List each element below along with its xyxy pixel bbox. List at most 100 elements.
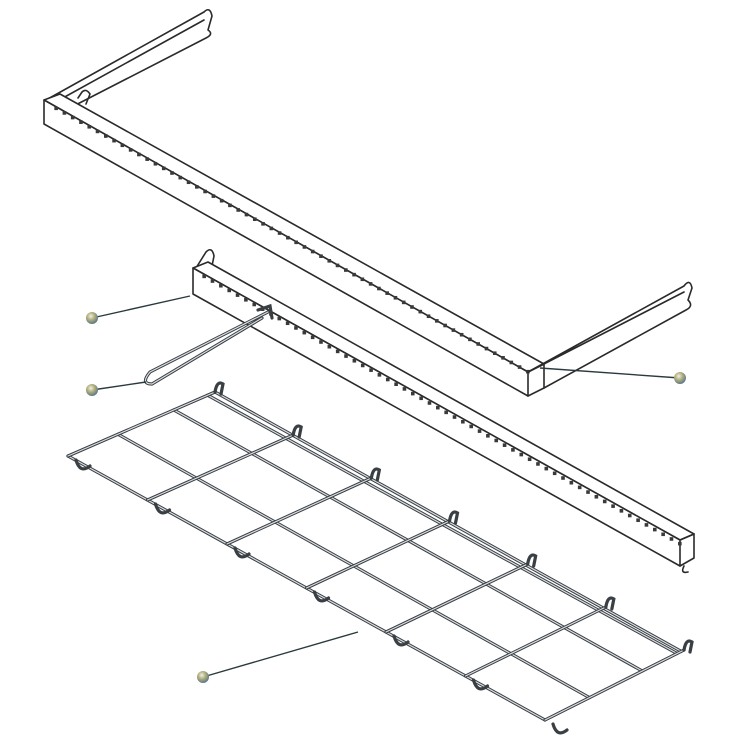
slot	[385, 377, 390, 382]
slot	[195, 185, 199, 189]
slot	[269, 226, 274, 231]
slot	[536, 462, 540, 466]
basket-hook	[682, 639, 694, 654]
slot	[261, 222, 265, 226]
basket-hook	[526, 553, 538, 568]
slot	[486, 433, 490, 438]
slot	[352, 272, 356, 277]
basket-hook	[369, 467, 382, 482]
slot	[377, 373, 382, 377]
slot	[286, 235, 290, 240]
slot	[70, 115, 75, 120]
slot	[153, 161, 158, 166]
slot	[310, 335, 315, 340]
slot	[611, 504, 615, 508]
slot	[219, 198, 224, 203]
slot	[285, 321, 290, 326]
slot	[170, 171, 174, 175]
slot	[360, 277, 365, 282]
slot	[419, 396, 423, 401]
slot	[360, 363, 365, 368]
slot	[517, 365, 522, 369]
slot	[461, 419, 465, 424]
basket-hook	[213, 381, 225, 396]
basket-hook	[447, 510, 460, 525]
slot	[561, 476, 565, 480]
basket-foot	[74, 458, 92, 471]
callout-dot-4	[197, 671, 209, 683]
basket-foot	[153, 502, 172, 515]
slot	[577, 485, 582, 490]
basket-foot	[312, 590, 331, 603]
callout-leader-2	[91, 381, 147, 391]
slot	[277, 231, 282, 235]
slot	[87, 124, 92, 129]
callout-leader-3	[539, 367, 681, 379]
slot	[661, 532, 665, 537]
slot	[636, 518, 640, 523]
slot	[103, 134, 108, 138]
slot	[502, 443, 507, 447]
basket-foot	[233, 546, 251, 559]
slot	[369, 368, 373, 372]
callouts	[86, 295, 686, 683]
slot	[410, 305, 414, 309]
slot	[435, 319, 439, 323]
slot	[444, 410, 448, 415]
slot	[54, 106, 58, 111]
callout-dot-1	[86, 312, 98, 324]
top-left-bracket	[45, 8, 213, 113]
callout-leader-1	[91, 295, 191, 319]
slot	[544, 466, 549, 471]
slot	[352, 358, 357, 363]
slot	[252, 302, 257, 307]
slot	[527, 457, 532, 462]
slot	[335, 263, 340, 268]
wire-basket	[66, 381, 694, 735]
slot	[552, 471, 557, 476]
slot	[452, 415, 457, 419]
slot	[252, 217, 257, 222]
slot	[335, 349, 340, 354]
slot	[594, 494, 599, 499]
slot	[469, 424, 474, 429]
slot	[137, 152, 141, 157]
slot	[519, 452, 524, 457]
slot	[451, 328, 456, 332]
slot	[468, 337, 472, 342]
slot	[186, 180, 191, 185]
middle-left-bracket	[195, 248, 215, 269]
slot	[443, 323, 447, 328]
slot	[203, 189, 207, 194]
slot	[178, 175, 183, 180]
slot	[294, 240, 298, 245]
basket-hook	[291, 424, 303, 439]
slot	[62, 111, 67, 115]
slot	[569, 480, 574, 485]
slot	[219, 283, 223, 288]
basket-hook	[604, 596, 616, 611]
slot	[385, 291, 389, 295]
slot	[112, 138, 116, 143]
callout-leader-4	[202, 631, 359, 678]
top-bar-front-face	[43, 99, 529, 397]
basket-foot	[392, 634, 410, 647]
slot	[343, 268, 348, 272]
slot	[511, 448, 515, 452]
top-bar-slots	[54, 106, 530, 374]
slot	[211, 194, 216, 198]
middle-bar-top-face	[192, 261, 695, 541]
slot	[477, 429, 482, 433]
slot	[484, 346, 489, 351]
slot	[492, 351, 497, 356]
slot	[669, 537, 674, 541]
slot	[327, 344, 332, 349]
callout-dot-3	[674, 372, 686, 384]
callout-dot-2	[86, 384, 98, 396]
slot	[402, 387, 407, 391]
slot	[418, 309, 423, 314]
slot	[619, 509, 624, 513]
top-right-bracket	[527, 281, 693, 389]
slot	[327, 258, 332, 263]
